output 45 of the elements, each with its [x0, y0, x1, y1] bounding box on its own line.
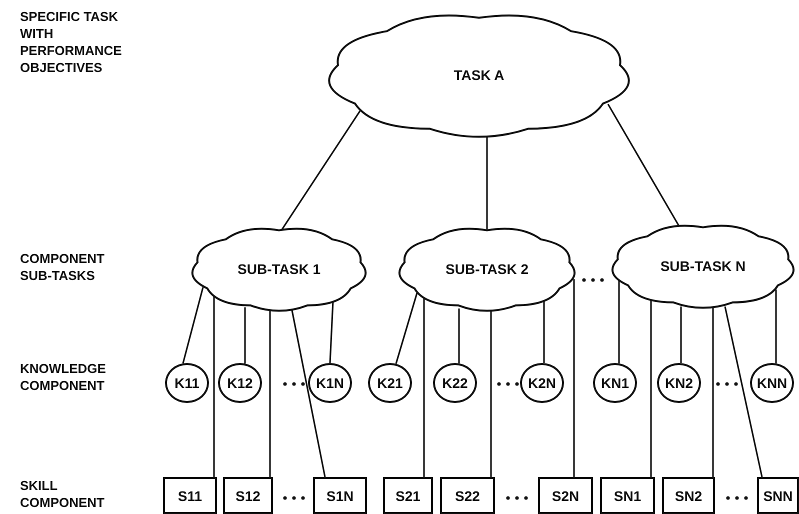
skill-box: S2N: [538, 477, 593, 514]
connector-line: [182, 287, 204, 364]
connector-line: [724, 306, 763, 478]
task-cloud: SUB-TASK 2: [397, 225, 577, 313]
connector-line: [281, 110, 361, 230]
level-label: SPECIFIC TASK WITH PERFORMANCE OBJECTIVES: [20, 8, 123, 76]
connector-line: [490, 310, 492, 477]
knowledge-ellipse: KN1: [593, 363, 637, 403]
skill-box: SNN: [757, 477, 799, 514]
level-label: SKILL COMPONENT: [20, 477, 106, 511]
knowledge-ellipse: KNN: [750, 363, 794, 403]
skill-box: SN1: [600, 477, 655, 514]
connector-line: [329, 301, 334, 364]
connector-line: [269, 310, 271, 477]
skill-box: S11: [163, 477, 217, 514]
connector-line: [680, 306, 682, 364]
connector-line: [775, 290, 777, 364]
task-cloud: SUB-TASK N: [610, 222, 796, 310]
connector-line: [395, 292, 418, 364]
knowledge-ellipse: K11: [165, 363, 209, 403]
connector-line: [423, 297, 425, 477]
knowledge-ellipse: K1N: [308, 363, 352, 403]
connector-line: [712, 308, 714, 477]
connector-line: [486, 136, 488, 230]
skill-box: SN2: [662, 477, 715, 514]
connector-line: [650, 300, 652, 477]
skill-box: S12: [223, 477, 273, 514]
connector-line: [618, 278, 620, 364]
task-cloud: SUB-TASK 1: [190, 225, 368, 313]
connector-line: [291, 310, 326, 478]
connector-line: [543, 300, 545, 364]
connector-line: [213, 296, 215, 477]
level-label: KNOWLEDGE COMPONENT: [20, 360, 107, 394]
skill-box: S21: [383, 477, 433, 514]
connector-line: [573, 279, 575, 477]
level-label: COMPONENT SUB-TASKS: [20, 250, 106, 284]
knowledge-ellipse: K2N: [520, 363, 564, 403]
knowledge-ellipse: K12: [218, 363, 262, 403]
skill-box: S1N: [313, 477, 367, 514]
knowledge-ellipse: K21: [368, 363, 412, 403]
connector-line: [458, 308, 460, 364]
skill-box: S22: [440, 477, 495, 514]
knowledge-ellipse: K22: [433, 363, 477, 403]
knowledge-ellipse: KN2: [657, 363, 701, 403]
connector-line: [244, 307, 246, 364]
